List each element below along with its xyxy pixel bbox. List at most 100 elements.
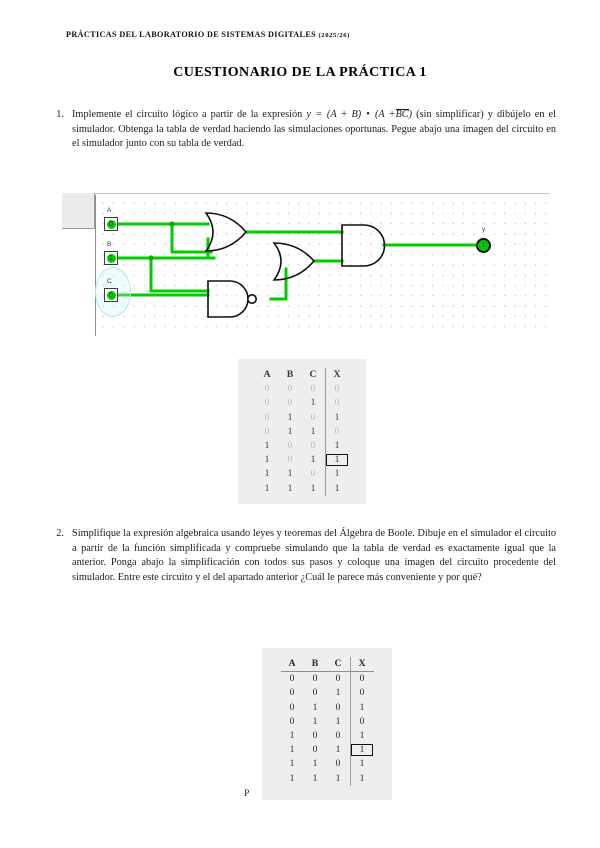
cell-x: 1 (324, 481, 349, 496)
cell-x: 1 (349, 700, 374, 715)
expr-lhs: y (306, 109, 311, 120)
cell-b: 1 (312, 758, 318, 770)
cell-x: 0 (349, 714, 374, 730)
cell-a: 1 (289, 758, 295, 770)
cell-c: 0 (335, 673, 341, 685)
simulator-toolbar-panel (62, 193, 95, 229)
col-header-a: A (288, 658, 296, 669)
input-pin-c[interactable]: 0 (104, 288, 118, 302)
cell-c: 0 (310, 383, 316, 395)
cell-a: 1 (289, 772, 295, 784)
cell-b: 1 (312, 772, 318, 784)
circuit-simulator-screenshot: A 0 B 1 C 0 y 1 (62, 193, 550, 336)
output-pin[interactable]: 1 (476, 238, 491, 253)
cell-a: 1 (264, 468, 270, 480)
cell-a: 1 (264, 454, 270, 466)
or-gate-top (204, 212, 248, 252)
col-header-a: A (263, 369, 271, 380)
cell-a: 0 (264, 411, 270, 423)
cell-b: 1 (287, 411, 293, 423)
cell-x: 0 (324, 382, 349, 397)
cell-x: 1 (324, 439, 349, 454)
and-gate-output (341, 224, 386, 267)
header-course-title: PRÁCTICAS DEL LABORATORIO DE SISTEMAS DI… (66, 30, 317, 39)
wire-junction-b (148, 255, 154, 261)
cell-b: 0 (287, 383, 293, 395)
expr-equals: = (316, 109, 322, 120)
output-pin-value: 1 (481, 242, 486, 249)
cell-x: 1 (349, 729, 374, 744)
input-pin-a[interactable]: 0 (104, 217, 118, 231)
cell-x: 0 (349, 686, 374, 701)
output-label: y (482, 226, 486, 233)
cell-c: 0 (310, 411, 316, 423)
question-2-body: Simplifique la expresión algebraica usan… (72, 528, 556, 583)
input-pin-b[interactable]: 1 (104, 251, 118, 265)
col-header-b: B (286, 369, 294, 380)
cell-c: 0 (335, 730, 341, 742)
cell-x: 1 (349, 771, 374, 786)
col-header-x: X (324, 368, 349, 383)
nand-gate-bottom (207, 280, 258, 318)
expr-term2-close: ) (408, 109, 413, 120)
circuit-schematic (116, 212, 479, 318)
cell-a: 1 (289, 730, 295, 742)
truth-table-2-header: A B C X (280, 657, 374, 672)
wire-junction-a (169, 221, 175, 227)
cell-b: 1 (312, 715, 318, 727)
input-pin-b-value: 1 (106, 253, 116, 263)
cell-x: 0 (324, 424, 349, 440)
cell-x: 0 (324, 396, 349, 411)
cell-c: 0 (335, 701, 341, 713)
cell-x: 1 (349, 757, 374, 772)
input-pin-c-value: 0 (106, 290, 116, 300)
table-header-row: A B C X (256, 368, 349, 383)
stray-character: P (244, 788, 250, 799)
cell-a: 0 (289, 701, 295, 713)
expr-term1: (A + B) (326, 109, 362, 120)
col-header-c: C (334, 658, 342, 669)
truth-table-1-header: A B C X (256, 368, 349, 383)
table-header-row: A B C X (280, 657, 374, 672)
cell-x-highlighted: 1 (324, 453, 349, 468)
cell-c: 1 (310, 397, 316, 409)
simulator-top-rule (94, 193, 550, 194)
question-1-number: 1. (56, 109, 64, 120)
cell-b: 0 (287, 454, 293, 466)
question-1-text-before: Implemente el circuito lógico a partir d… (72, 109, 303, 120)
simulator-canvas: A 0 B 1 C 0 y 1 (95, 195, 550, 336)
cell-b: 0 (312, 730, 318, 742)
or-gate-middle (272, 242, 316, 281)
cell-a: 0 (264, 383, 270, 395)
cell-b: 1 (287, 468, 293, 480)
question-1-body: Implemente el circuito lógico a partir d… (72, 108, 556, 152)
cell-a: 1 (264, 482, 270, 494)
cell-c: 0 (310, 468, 316, 480)
boolean-expression: y = (A + B) • (A +BC) (306, 109, 416, 120)
cell-a: 0 (289, 715, 295, 727)
expr-operator: • (366, 109, 370, 120)
cell-b: 1 (312, 701, 318, 713)
page-title: CUESTIONARIO DE LA PRÁCTICA 1 (173, 65, 427, 80)
expr-term2-open: (A + (374, 109, 396, 120)
cell-c: 1 (310, 454, 316, 466)
input-label-a: A (107, 207, 112, 214)
cell-x: 1 (324, 410, 349, 425)
input-label-b: B (107, 241, 112, 248)
